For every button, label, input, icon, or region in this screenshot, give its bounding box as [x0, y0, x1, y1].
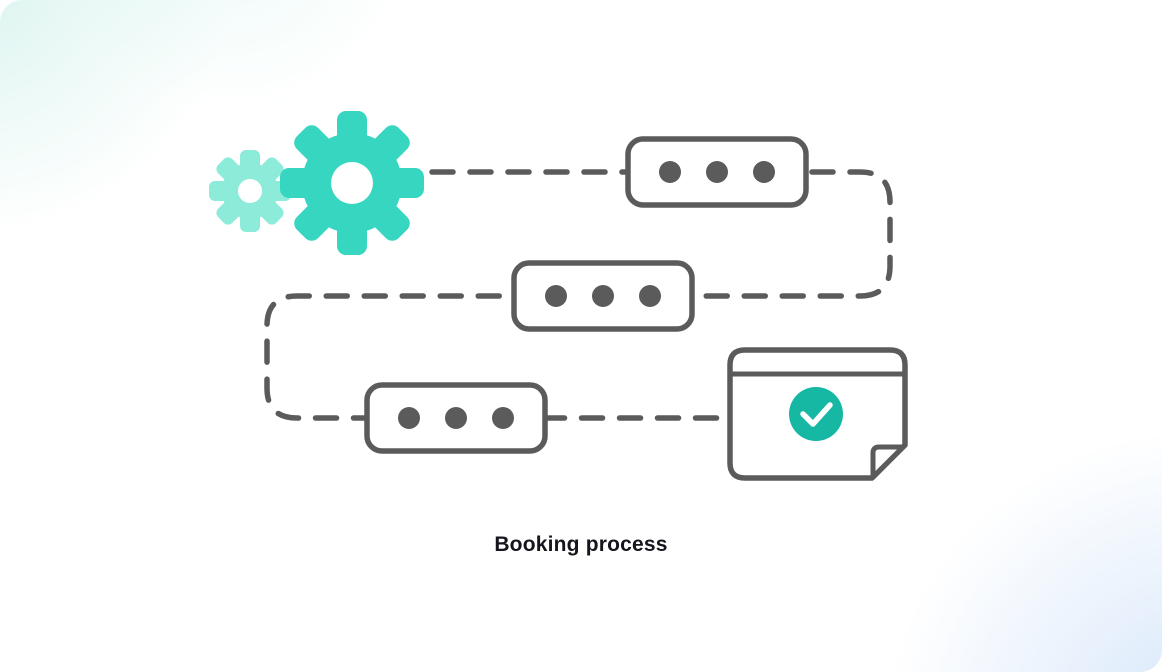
document-fold-corner	[870, 444, 906, 480]
diagram-caption: Booking process	[494, 533, 668, 556]
step-1-dot-1	[659, 161, 681, 183]
step-box-3	[364, 382, 548, 454]
step-1-dot-3	[753, 161, 775, 183]
gear-large-icon	[278, 109, 426, 257]
step-2-dot-1	[545, 285, 567, 307]
step-3-dot-3	[492, 407, 514, 429]
step-1-dot-2	[706, 161, 728, 183]
checkmark-icon	[789, 387, 843, 441]
step-box-2	[511, 260, 695, 332]
process-connector-path	[264, 169, 893, 421]
step-box-1	[625, 136, 809, 208]
step-3-dot-2	[445, 407, 467, 429]
document-check-icon	[727, 347, 908, 481]
step-2-dot-2	[592, 285, 614, 307]
step-2-dot-3	[639, 285, 661, 307]
step-3-dot-1	[398, 407, 420, 429]
